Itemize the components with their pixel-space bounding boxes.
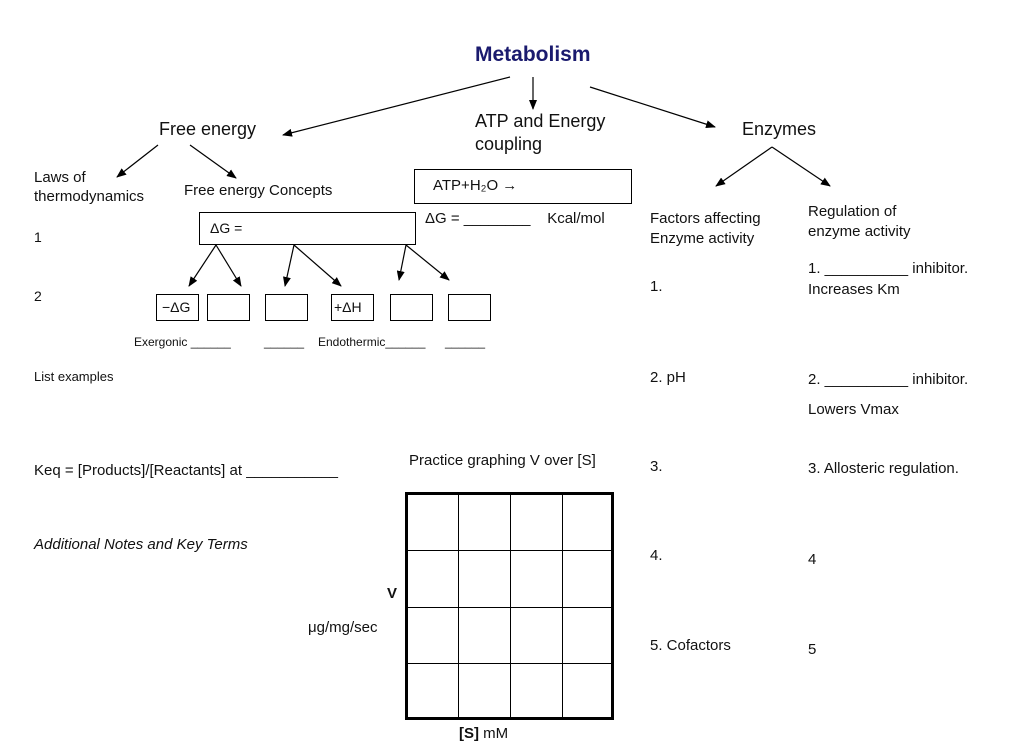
concept-box-5[interactable] (390, 294, 433, 321)
additional-notes: Additional Notes and Key Terms (34, 536, 248, 553)
concept-box-2[interactable] (207, 294, 250, 321)
practice-graph-grid[interactable] (405, 492, 614, 720)
law-item-2: 2 (34, 288, 42, 304)
factor-4: 4. (650, 547, 663, 564)
regulation-3: 3. Allosteric regulation. (808, 460, 959, 477)
arrow-box2 (215, 244, 242, 287)
branch-free-energy: Free energy (159, 119, 257, 139)
atp-reaction-box[interactable]: ATP+H₂O → (414, 169, 632, 204)
factor-1: 1. (650, 278, 663, 295)
atp-delta-g: ΔG = ________ Kcal/mol (425, 210, 605, 227)
factors-heading: Factors affecting Enzyme activity (650, 210, 761, 247)
arrow-box6 (405, 244, 450, 281)
branch-enzymes: Enzymes (742, 119, 817, 139)
arrow-to-concepts (189, 144, 237, 179)
arrow-to-free-energy (282, 76, 511, 137)
concept-box-1-label: −ΔG (162, 299, 191, 315)
concepts-heading: Free energy Concepts (184, 182, 333, 199)
grid-vline (458, 495, 459, 717)
concept-box-4[interactable]: +ΔH (331, 294, 374, 321)
factor-2: 2. pH (650, 369, 686, 386)
arrow-to-laws (116, 144, 159, 178)
atp-reaction: ATP+H₂O → (433, 177, 518, 194)
grid-hline (408, 607, 611, 608)
regulation-1: 1. __________ inhibitor. (808, 260, 969, 277)
blank-label-1: ______ (264, 335, 305, 349)
arrow-box3 (283, 244, 295, 287)
arrow-to-factors (715, 146, 773, 187)
concept-box-3[interactable] (265, 294, 308, 321)
regulation-1-note: Increases Km (808, 281, 900, 298)
graph-x-label: [S] mM (459, 725, 508, 743)
graph-y-label: V (387, 585, 398, 602)
exergonic-label: Exergonic ______ (134, 335, 231, 349)
grid-hline (408, 550, 611, 551)
arrow-box1 (188, 244, 217, 287)
delta-g-box[interactable]: ΔG = (199, 212, 416, 245)
regulation-2: 2. __________ inhibitor. (808, 371, 969, 388)
endothermic-label: Endothermic______ (318, 335, 426, 349)
arrow-to-regulation (771, 146, 831, 187)
graph-y-unit: μg/mg/sec (308, 619, 378, 636)
grid-vline (510, 495, 511, 717)
keq-line: Keq = [Products]/[Reactants] at ________… (34, 462, 338, 479)
regulation-5: 5 (808, 641, 817, 658)
regulation-2-note: Lowers Vmax (808, 401, 899, 418)
arrow-box5 (396, 244, 407, 281)
list-examples: List examples (34, 369, 114, 384)
regulation-4: 4 (808, 551, 817, 568)
graph-x-unit: mM (483, 725, 509, 742)
regulation-heading: Regulation of enzyme activity (808, 203, 911, 240)
branch-atp: ATP and Energy coupling (475, 111, 606, 155)
concept-box-4-label: +ΔH (334, 299, 362, 315)
practice-graph-title: Practice graphing V over [S] (409, 452, 596, 469)
arrow-box4 (293, 244, 342, 287)
concept-box-1[interactable]: −ΔG (156, 294, 199, 321)
law-item-1: 1 (34, 229, 42, 245)
grid-vline (562, 495, 563, 717)
laws-heading: Laws of thermodynamics (34, 169, 145, 205)
page-title: Metabolism (475, 43, 591, 66)
arrow-to-enzymes (589, 86, 716, 129)
factor-3: 3. (650, 458, 663, 475)
factor-5: 5. Cofactors (650, 637, 731, 654)
grid-hline (408, 663, 611, 664)
blank-label-2: ______ (445, 335, 486, 349)
graph-x-label-bold: [S] (459, 725, 479, 742)
delta-g-label: ΔG = (210, 220, 243, 236)
concept-box-6[interactable] (448, 294, 491, 321)
